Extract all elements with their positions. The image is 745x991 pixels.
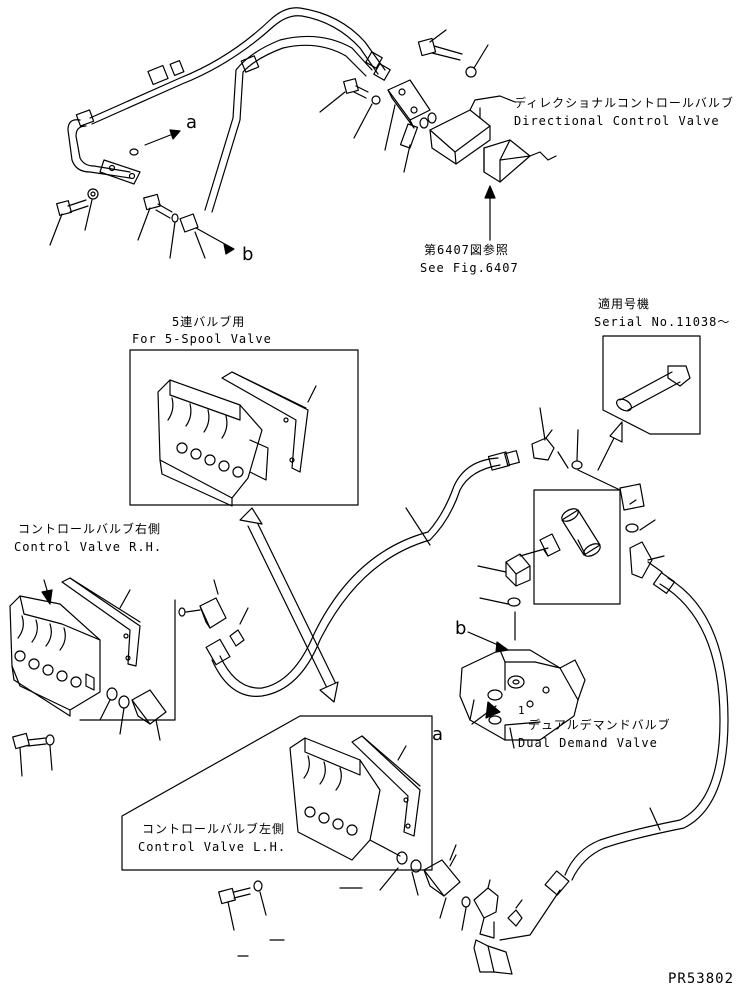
control-valve-lh-jp-label: コントロールバルブ左側 [142, 822, 286, 836]
callout-a-mid: a [432, 724, 444, 745]
lh-fittings [218, 844, 523, 975]
dual-demand-fittings [467, 407, 665, 653]
control-valve-lh-box [121, 715, 433, 871]
top-bolts-and-fittings [319, 29, 557, 241]
directional-valve-en-label: Directional Control Valve [514, 114, 720, 128]
long-hose-center [205, 450, 520, 697]
serial-jp-label: 適用号機 [598, 297, 651, 311]
directional-valve-jp-label: ディレクショナルコントロールバルブ [514, 96, 734, 110]
part-number-1: 1 [518, 704, 526, 717]
reference-double-arrow [239, 507, 339, 703]
control-valve-rh-en-label: Control Valve R.H. [14, 540, 163, 554]
serial-en-label: Serial No.11038～ [594, 315, 731, 329]
callout-b-top: b [242, 244, 254, 265]
dual-demand-valve-en-label: Dual Demand Valve [518, 736, 658, 750]
top-hose-assembly [49, 7, 391, 259]
callout-b-mid: b [455, 618, 467, 639]
page-id: PR53802 [668, 971, 735, 987]
dual-demand-valve-jp-label: デュアルデマンドバルブ [528, 718, 671, 732]
five-spool-valve-box [129, 349, 359, 507]
control-valve-rh-jp-label: コントロールバルブ右側 [18, 522, 162, 536]
serial-number-detail [597, 335, 701, 471]
callout-a-top: a [186, 112, 198, 133]
control-valve-lh-en-label: Control Valve L.H. [138, 840, 287, 854]
see-fig-en-label: See Fig.6407 [420, 261, 519, 275]
see-fig-jp-label: 第6407図参照 [424, 243, 509, 257]
five-spool-jp-label: 5連バルブ用 [172, 315, 246, 329]
dual-demand-valve-body [459, 649, 586, 749]
five-spool-en-label: For 5-Spool Valve [132, 332, 272, 346]
long-hose-right [499, 572, 729, 941]
control-valve-rh [9, 577, 249, 777]
